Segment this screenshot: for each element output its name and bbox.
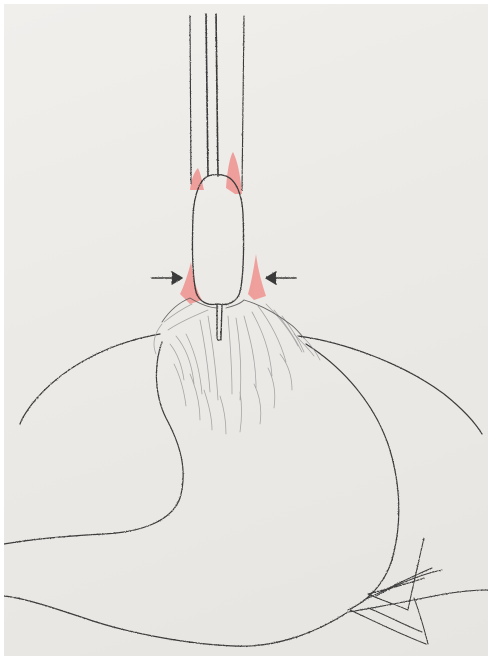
- sketch-canvas: [4, 4, 488, 656]
- stomach-left-fold: [20, 334, 160, 424]
- left-arrow: [152, 272, 182, 284]
- catheter-outer-left: [190, 16, 191, 184]
- paper-sheet: [4, 4, 488, 656]
- catheter-inner-left: [206, 14, 208, 176]
- highlight-top-left: [190, 168, 204, 190]
- mucosa-shading: [154, 304, 320, 434]
- artist-signature: [350, 538, 442, 644]
- stomach-greater-curve: [4, 342, 183, 544]
- catheter-tip: [217, 304, 222, 340]
- right-arrow: [266, 272, 296, 284]
- fold-edges: [162, 298, 304, 338]
- highlight-top-right: [226, 152, 242, 194]
- stomach-lesser-curve: [306, 344, 399, 610]
- catheter-inner-right: [216, 14, 218, 176]
- highlight-right-flank: [248, 254, 266, 300]
- catheter-outer-right: [242, 16, 244, 190]
- stomach-lower-edge: [4, 596, 348, 646]
- stomach-right-fold: [298, 336, 482, 434]
